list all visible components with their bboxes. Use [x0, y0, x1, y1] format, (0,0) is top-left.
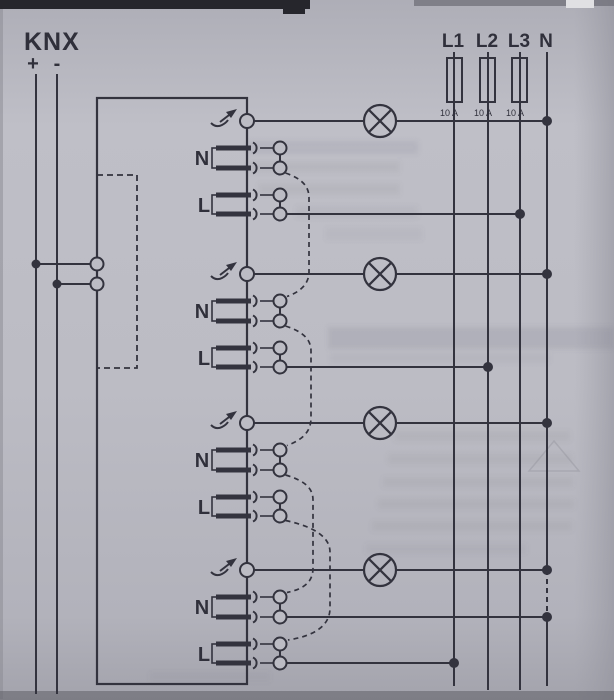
fuse-l1-icon — [446, 57, 463, 103]
channel-2-neutral-terminal — [211, 293, 288, 329]
photo-bottom-edge — [0, 691, 614, 700]
channel-2-actuator-icon — [210, 262, 237, 281]
page-edge-shading — [574, 0, 614, 700]
channel-3-n-label: N — [195, 450, 209, 472]
actuator-device-outline — [95, 96, 249, 686]
channel-1-l-label: L — [198, 195, 210, 217]
photo-top-edge-left — [0, 0, 310, 9]
fuses — [446, 57, 528, 103]
supply-neutral-label: N — [539, 31, 553, 52]
channel-1-output-terminal — [239, 113, 255, 129]
channel-2-n-label: N — [195, 301, 209, 323]
bus-coupler-dashed-box — [97, 174, 138, 369]
knx-plus-terminal — [89, 256, 105, 272]
channel-4-lamp-icon — [362, 552, 398, 588]
channel-1-actuator-icon — [210, 109, 237, 128]
junction-dot-ch4-lamp-n — [542, 565, 552, 575]
junction-dot-ch4-n — [542, 612, 552, 622]
knx-label: KNX — [24, 28, 80, 56]
knx-minus-label: - — [54, 53, 61, 75]
knx-plus-junction-dot — [31, 259, 41, 269]
channel-1-line-terminal — [211, 187, 288, 222]
channel-4-actuator-icon — [210, 558, 237, 577]
channel-1: N L — [195, 103, 552, 222]
channel-3-l-label: L — [198, 497, 210, 519]
channel-4-neutral-terminal — [211, 589, 288, 625]
junction-dot-ch2-l2 — [483, 362, 493, 372]
channel-1-lamp-icon — [362, 103, 398, 139]
channel-2-output-terminal — [239, 266, 255, 282]
jumper-ch3n-ch4n — [285, 474, 314, 594]
channel-2-line-terminal — [211, 340, 288, 375]
channel-3: N L — [195, 405, 552, 524]
jumper-ch1n-ch2n — [285, 172, 310, 298]
channel-2-l-label: L — [198, 348, 210, 370]
channel-4-n-label: N — [195, 597, 209, 619]
supply-n-label-l3: L3 — [508, 31, 530, 52]
junction-dot-ch4-l1 — [449, 658, 459, 668]
knx-minus-terminal — [89, 276, 105, 292]
fuse-l2-icon — [479, 57, 496, 103]
channel-3-output-terminal — [239, 415, 255, 431]
channel-4-line-terminal — [211, 636, 288, 671]
channel-4-l-label: L — [198, 644, 210, 666]
supply-l2-label: L2 — [476, 31, 498, 52]
channel-2-lamp-icon — [362, 256, 398, 292]
channel-2: N L — [195, 256, 552, 375]
junction-dot-ch1-n — [542, 116, 552, 126]
channel-4-output-terminal — [239, 562, 255, 578]
channel-1-neutral-terminal — [211, 140, 288, 176]
photo-top-edge-right — [414, 0, 614, 6]
channel-4: N L — [195, 552, 552, 671]
showthrough-warning-triangle — [527, 439, 581, 472]
fuse-l1-rating: 10 A — [440, 108, 458, 118]
page-showthrough — [150, 141, 614, 682]
photo-left-edge — [0, 9, 3, 699]
channel-3-actuator-icon — [210, 411, 237, 430]
channel-1-n-label: N — [195, 148, 209, 170]
fuse-l3-rating: 10 A — [506, 108, 524, 118]
fuse-l2-rating: 10 A — [474, 108, 492, 118]
dashed-jumpers — [285, 172, 331, 641]
photo-top-edge-nub — [283, 7, 305, 14]
knx-minus-junction-dot — [52, 279, 62, 289]
supply-l1-label: L1 — [442, 31, 465, 52]
junction-dot-ch1-l3 — [515, 209, 525, 219]
knx-plus-label: + — [27, 53, 39, 75]
knx-bus — [35, 74, 91, 694]
output-connection-wires — [286, 213, 547, 664]
channel-3-line-terminal — [211, 489, 288, 524]
channel-3-lamp-icon — [362, 405, 398, 441]
channel-3-neutral-terminal — [211, 442, 288, 478]
photo-top-notch — [566, 0, 594, 8]
fuse-l3-icon — [511, 57, 528, 103]
junction-dot-ch3-n — [542, 418, 552, 428]
junction-dot-ch2-n — [542, 269, 552, 279]
